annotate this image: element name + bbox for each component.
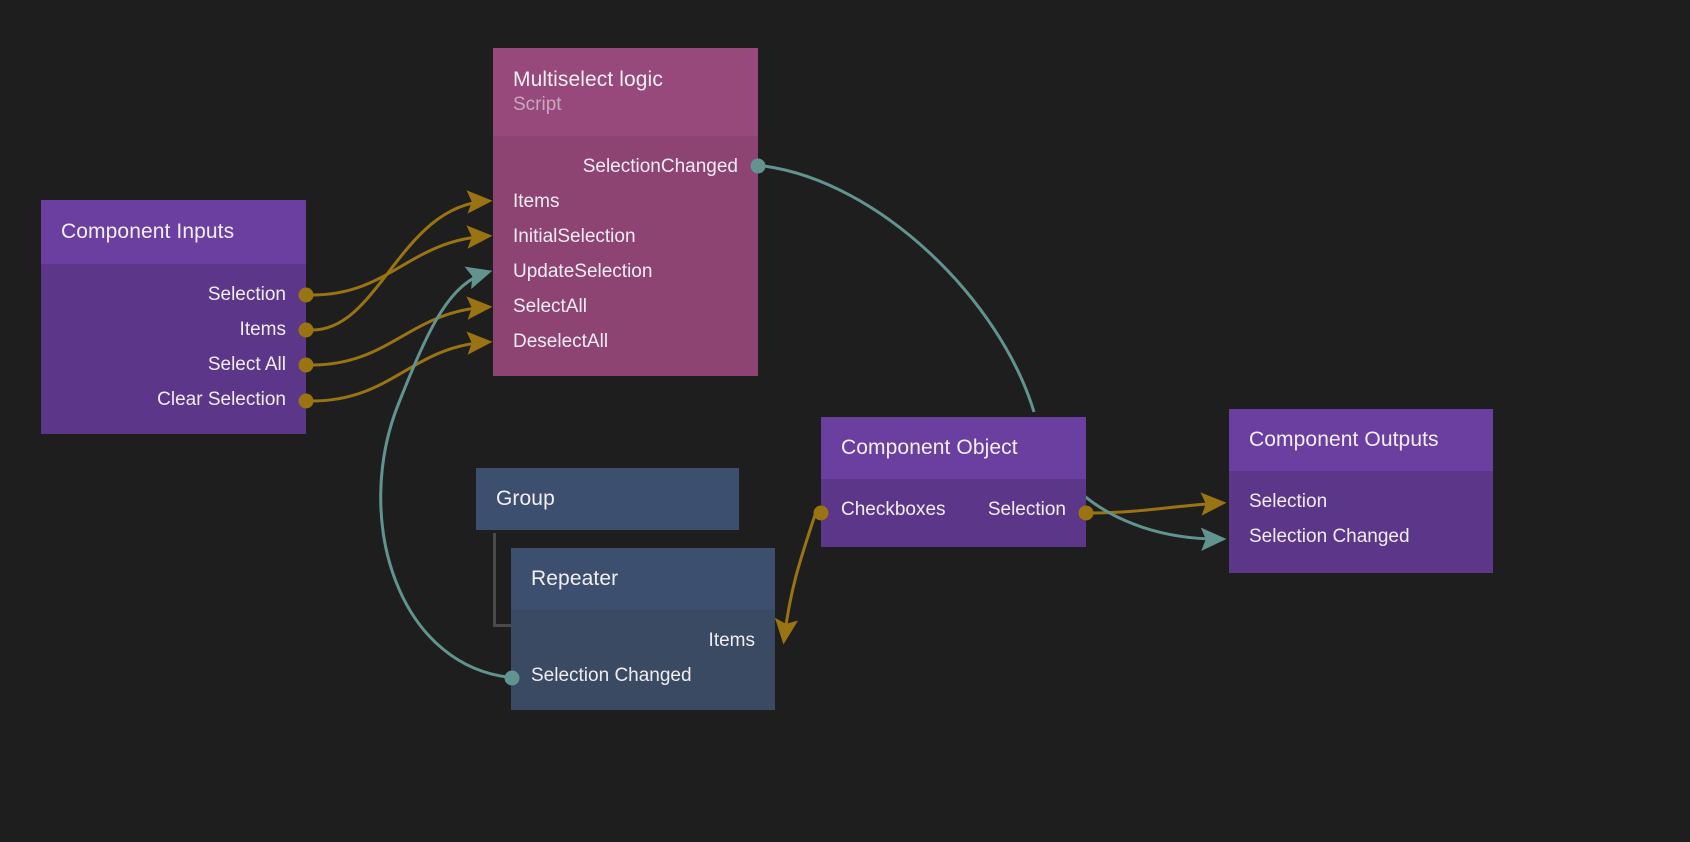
port-component-inputs-items[interactable]: Items [41, 312, 306, 347]
port-dot-component-object-selection[interactable] [1078, 505, 1094, 521]
port-multiselect-items[interactable]: Items [493, 184, 758, 219]
node-component-outputs[interactable]: Component Outputs Selection Selection Ch… [1229, 409, 1493, 573]
port-row-component-object-io: Checkboxes Selection [821, 492, 1086, 527]
port-label: SelectionChanged [582, 155, 738, 177]
node-multiselect-logic-header: Multiselect logic Script [493, 48, 758, 136]
port-label: Items [513, 190, 560, 212]
wire-selectionchanged-to-checkboxes [763, 164, 1036, 413]
port-component-object-selection[interactable]: Selection [987, 498, 1066, 520]
port-label: Selection [207, 283, 286, 305]
port-dot-component-object-checkboxes[interactable] [813, 505, 829, 521]
port-multiselect-updateselection[interactable]: UpdateSelection [493, 254, 758, 289]
node-repeater[interactable]: Repeater Items Selection Changed [511, 548, 775, 710]
port-multiselect-selectall[interactable]: SelectAll [493, 289, 758, 324]
node-repeater-title: Repeater [531, 567, 619, 590]
wire-objectselection-to-outputselection [1091, 492, 1227, 516]
wire-items-to-items [311, 190, 493, 332]
port-label: SelectAll [513, 295, 587, 317]
port-label: Selection [1249, 490, 1328, 512]
port-label: InitialSelection [513, 225, 636, 247]
port-label: Clear Selection [157, 388, 286, 410]
wire-selectall-to-selectall [311, 296, 493, 367]
node-repeater-body: Items Selection Changed [511, 610, 775, 710]
wire-checkboxes-to-repeater-items [774, 514, 817, 645]
wire-clearselection-to-deselectall [311, 331, 493, 403]
node-repeater-header: Repeater [511, 548, 775, 610]
port-label: Items [239, 318, 286, 340]
group-child-bracket [493, 533, 514, 627]
port-dot-component-inputs-items[interactable] [298, 322, 314, 338]
port-component-inputs-clear-selection[interactable]: Clear Selection [41, 382, 306, 417]
node-component-outputs-header: Component Outputs [1229, 409, 1493, 471]
node-component-inputs-header: Component Inputs [41, 200, 306, 264]
node-component-object[interactable]: Component Object Checkboxes Selection [821, 417, 1086, 547]
port-label: UpdateSelection [513, 260, 653, 282]
port-multiselect-initialselection[interactable]: InitialSelection [493, 219, 758, 254]
node-component-object-header: Component Object [821, 417, 1086, 479]
node-multiselect-logic-subtitle: Script [513, 94, 562, 115]
node-group-header: Group [476, 468, 739, 530]
node-multiselect-logic-title: Multiselect logic [513, 68, 663, 91]
node-multiselect-logic-body: SelectionChanged Items InitialSelection … [493, 136, 758, 376]
port-label: Selection Changed [531, 664, 692, 686]
port-dot-component-inputs-select-all[interactable] [298, 357, 314, 373]
port-component-inputs-selection[interactable]: Selection [41, 277, 306, 312]
port-component-outputs-selection[interactable]: Selection [1229, 484, 1493, 519]
node-component-inputs-body: Selection Items Select All Clear Selecti… [41, 264, 306, 434]
port-label: Selection Changed [1249, 525, 1410, 547]
node-component-inputs-title: Component Inputs [61, 220, 235, 243]
port-component-object-checkboxes[interactable]: Checkboxes [841, 498, 946, 520]
port-dot-multiselect-selectionchanged[interactable] [750, 158, 766, 174]
port-repeater-items[interactable]: Items [511, 623, 775, 658]
port-component-outputs-selection-changed[interactable]: Selection Changed [1229, 519, 1493, 554]
node-group[interactable]: Group [476, 468, 739, 530]
wire-selection-to-initialselection [311, 225, 493, 297]
node-component-outputs-body: Selection Selection Changed [1229, 471, 1493, 573]
port-dot-repeater-selection-changed[interactable] [504, 670, 520, 686]
node-component-object-body: Checkboxes Selection [821, 479, 1086, 547]
port-multiselect-selectionchanged[interactable]: SelectionChanged [493, 149, 758, 184]
port-label: DeselectAll [513, 330, 609, 352]
port-dot-component-inputs-clear-selection[interactable] [298, 393, 314, 409]
port-label: Select All [207, 353, 286, 375]
port-repeater-selection-changed[interactable]: Selection Changed [511, 658, 775, 693]
node-component-inputs[interactable]: Component Inputs Selection Items Select … [41, 200, 306, 434]
port-component-inputs-select-all[interactable]: Select All [41, 347, 306, 382]
port-dot-component-inputs-selection[interactable] [298, 287, 314, 303]
port-multiselect-deselectall[interactable]: DeselectAll [493, 324, 758, 359]
node-component-object-title: Component Object [841, 436, 1018, 459]
node-component-outputs-title: Component Outputs [1249, 428, 1439, 451]
node-multiselect-logic[interactable]: Multiselect logic Script SelectionChange… [493, 48, 758, 376]
node-group-title: Group [496, 487, 555, 510]
port-label: Items [708, 629, 755, 651]
